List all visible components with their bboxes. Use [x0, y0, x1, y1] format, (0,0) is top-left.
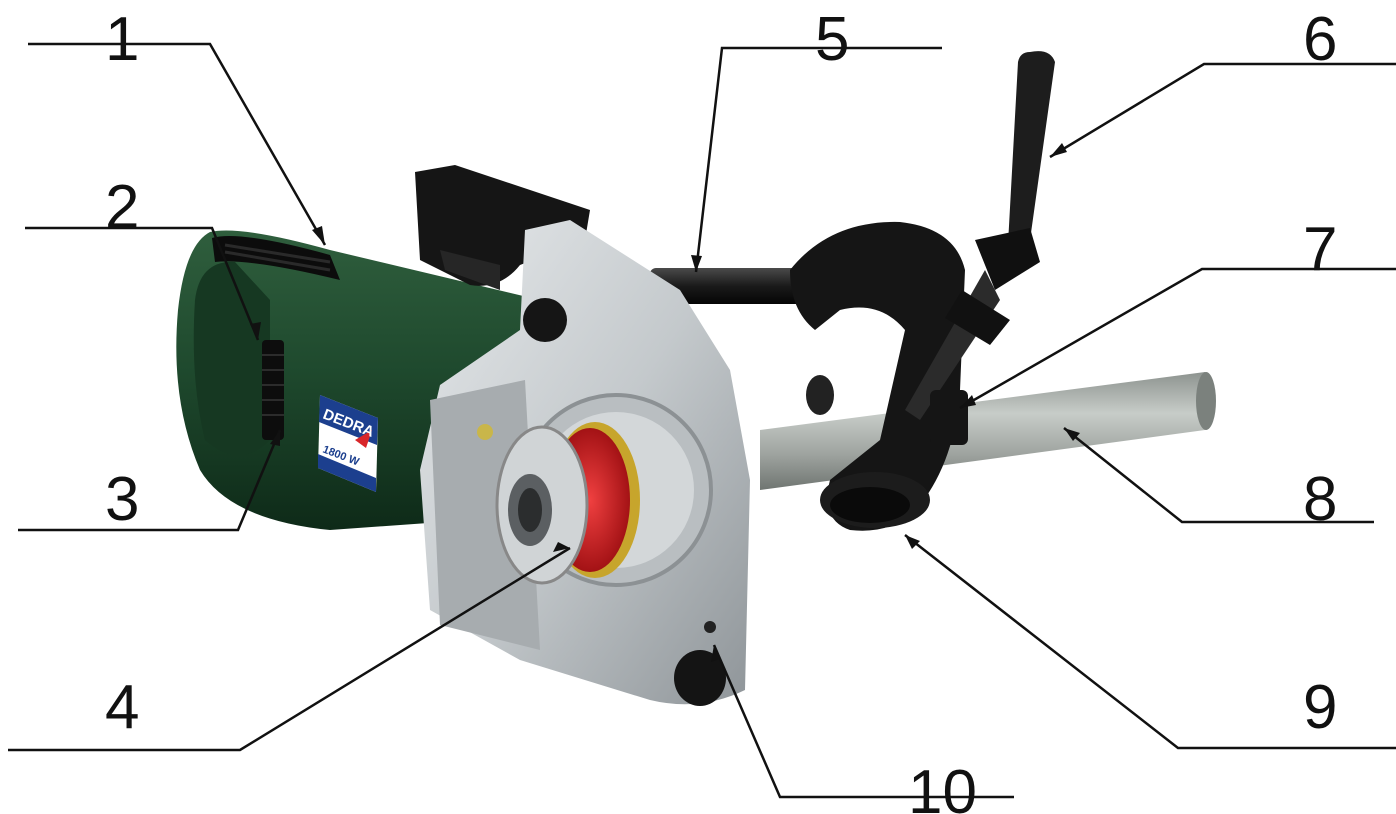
leader-7	[959, 267, 1396, 410]
callout-1: 1	[105, 5, 139, 74]
leader-arrowheads	[250, 143, 1080, 662]
blade-guard-knob	[674, 650, 726, 706]
motor-housing-vent	[212, 236, 340, 280]
callout-10: 10	[908, 758, 977, 814]
callout-7: 7	[1303, 215, 1337, 284]
clamp-tension-screw	[905, 270, 1010, 445]
arrowhead-10	[711, 645, 720, 662]
callout-5: 5	[815, 5, 849, 74]
pipe-clamp	[790, 221, 965, 531]
guide-rod	[650, 268, 810, 304]
callout-2: 2	[105, 173, 139, 242]
leader-lines	[8, 42, 1396, 799]
leader-6	[1049, 62, 1396, 159]
callout-4: 4	[105, 673, 139, 742]
leader-4	[8, 546, 571, 752]
brand-badge: DEDRA 1800 W	[318, 395, 378, 492]
callout-9: 9	[1303, 673, 1337, 742]
arrowhead-9	[905, 535, 920, 549]
arrowhead-6	[1050, 143, 1067, 157]
arrowhead-5	[691, 255, 702, 272]
leader-1	[28, 42, 327, 246]
rear-handle-grip	[193, 261, 270, 455]
arrowhead-2	[250, 322, 261, 340]
top-handle	[415, 165, 590, 290]
clamp-lever-handle	[975, 51, 1055, 290]
leader-3	[18, 429, 282, 532]
leader-9	[904, 534, 1396, 750]
leader-2	[25, 226, 260, 341]
cutting-wheel-flange	[495, 422, 640, 585]
callout-3: 3	[105, 465, 139, 534]
callout-8: 8	[1303, 465, 1337, 534]
arrowhead-3	[270, 430, 280, 446]
leader-8	[1063, 427, 1374, 524]
callout-6: 6	[1303, 5, 1337, 74]
arrowhead-4	[553, 542, 570, 552]
arrowhead-1	[312, 226, 325, 245]
leader-5	[694, 46, 942, 273]
side-vent	[262, 340, 284, 440]
arrowhead-8	[1064, 428, 1080, 441]
leader-10	[712, 644, 1014, 799]
callout-labels: 1 2 3 4 5 6 7 8 9 10	[105, 5, 1337, 814]
arrowhead-7	[960, 395, 976, 408]
